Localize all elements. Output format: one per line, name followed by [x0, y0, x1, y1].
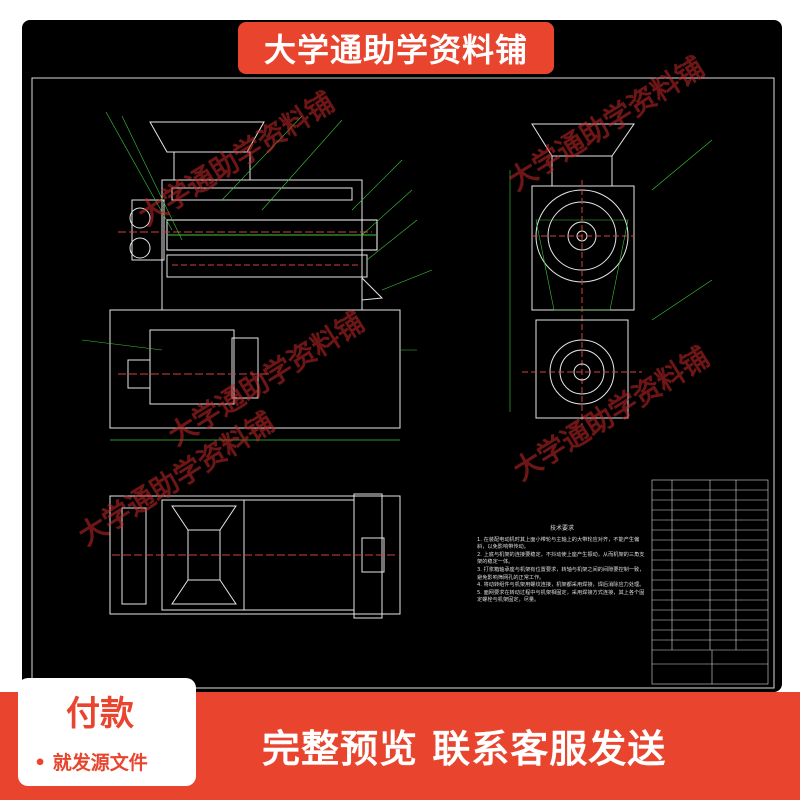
technical-note-5: 5. 面网要求在转动过程中与机架相固定，采用焊接方式连接，其上各个固定螺栓与机架…	[477, 589, 645, 604]
shop-banner: 大学通助学资料铺	[238, 22, 554, 74]
cad-drawing-canvas: 技术要求 1. 在装配电动机时其上面小带轮与主轴上的大带轮应对齐，不能产生偏斜，…	[22, 20, 782, 692]
technical-note-1: 1. 在装配电动机时其上面小带轮与主轴上的大带轮应对齐，不能产生偏斜，以免影响带…	[477, 536, 640, 551]
technical-note-2: 2. 上底与机架的连接要稳定，不抖动使上座产生振动，从而机架的三角支架的稳定一体…	[477, 551, 645, 566]
payment-panel	[18, 678, 196, 786]
technical-notes-title: 技术要求	[549, 525, 574, 532]
payment-subtitle: • 就发源文件	[34, 752, 148, 774]
technical-note-4: 4. 将动转组件与机架用螺纹连接，机架都采用焊接，焊后消除应力处理。	[477, 582, 645, 589]
top-view	[109, 493, 401, 619]
payment-title: 付款	[66, 694, 134, 734]
bottom-message: 完整预览 联系客服发送	[262, 727, 667, 771]
drawing-frame	[31, 77, 775, 689]
cad-drawing	[31, 77, 775, 689]
side-view	[509, 123, 713, 425]
front-view	[81, 111, 433, 441]
technical-notes: 技术要求 1. 在装配电动机时其上面小带轮与主轴上的大带轮应对齐，不能产生偏斜，…	[477, 525, 647, 605]
technical-note-3: 3. 打浆箱轴承座与机架有位置要求，转轴与机架之间的间隙要控制一致，避免影响筛网…	[477, 566, 645, 581]
title-block	[651, 479, 769, 685]
